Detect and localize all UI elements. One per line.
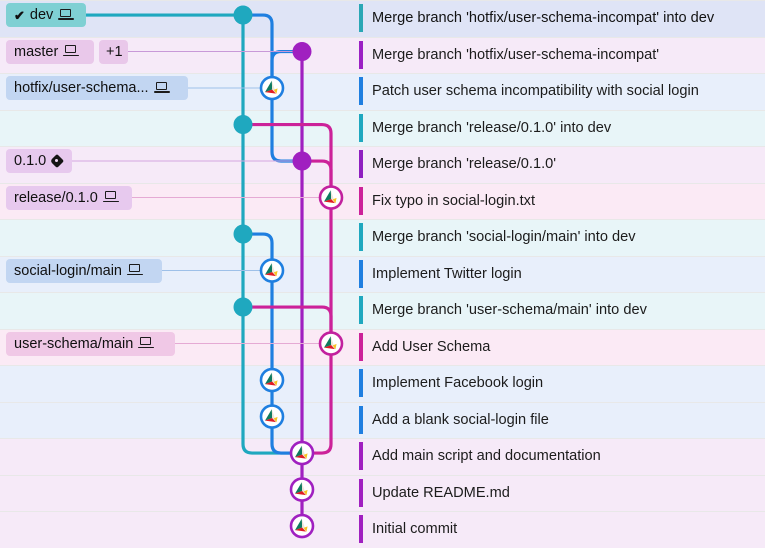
- row-separator: [0, 36, 765, 38]
- row-background: [0, 109, 765, 146]
- row-color-bar: [359, 186, 363, 215]
- row-color-bar: [359, 442, 363, 470]
- row-separator: [0, 146, 765, 147]
- row-color-bar: [359, 4, 363, 32]
- commit-row[interactable]: Implement Facebook login: [0, 365, 765, 402]
- row-color-bar: [359, 150, 363, 178]
- row-background: [0, 511, 765, 548]
- commit-message: Patch user schema incompatibility with s…: [372, 83, 699, 99]
- ref-label-text: 0.1.0: [14, 153, 47, 170]
- row-color-bar: [359, 478, 363, 507]
- commit-message: Merge branch 'user-schema/main' into dev: [372, 302, 647, 318]
- row-color-bar: [359, 113, 363, 142]
- row-separator: [0, 328, 765, 330]
- commit-row[interactable]: Merge branch 'release/0.1.0' into dev: [0, 109, 765, 146]
- row-color-bar: [359, 369, 363, 397]
- commit-message: Add a blank social-login file: [372, 411, 549, 428]
- commit-message: Update README.md: [372, 484, 510, 501]
- ref-label-tag[interactable]: 0.1.0: [6, 149, 72, 174]
- row-background: [0, 219, 765, 256]
- commit-row[interactable]: Merge branch 'hotfix/user-schema-incompa…: [0, 0, 765, 37]
- ref-label-text: social-login/main: [14, 262, 122, 279]
- row-color-bar: [359, 405, 363, 434]
- ref-label-text: hotfix/user-schema...: [14, 80, 149, 97]
- ref-more-badge[interactable]: +1: [99, 39, 128, 64]
- row-color-bar: [359, 40, 363, 69]
- row-background: [0, 401, 765, 438]
- row-separator: [0, 292, 765, 293]
- ref-label-text: dev: [29, 7, 54, 24]
- ref-label-text: release/0.1.0: [14, 189, 98, 206]
- row-color-bar: [359, 223, 363, 251]
- row-background: [0, 438, 765, 475]
- row-separator: [0, 109, 765, 111]
- ref-label-head-branch[interactable]: ✔dev: [6, 3, 86, 28]
- ref-label-branch[interactable]: user-schema/main: [6, 331, 175, 356]
- row-background: [0, 474, 765, 511]
- row-separator: [0, 401, 765, 403]
- ref-label-branch[interactable]: release/0.1.0: [6, 185, 132, 210]
- commit-message: Merge branch 'hotfix/user-schema-incompa…: [372, 46, 660, 63]
- row-separator: [0, 219, 765, 220]
- row-separator: [0, 438, 765, 439]
- ref-label-text: master: [14, 43, 59, 60]
- row-background: [0, 292, 765, 329]
- commit-row[interactable]: Merge branch 'social-login/main' into de…: [0, 219, 765, 256]
- row-separator: [0, 182, 765, 184]
- laptop-icon: [102, 191, 119, 204]
- ref-label-branch[interactable]: hotfix/user-schema...: [6, 76, 188, 101]
- row-separator: [0, 255, 765, 257]
- laptop-icon: [63, 45, 80, 58]
- row-color-bar: [359, 296, 363, 324]
- commit-row[interactable]: Add main script and documentation: [0, 438, 765, 475]
- commit-row[interactable]: Update README.md: [0, 474, 765, 511]
- row-separator: [0, 511, 765, 512]
- commit-message: Merge branch 'release/0.1.0' into dev: [372, 119, 612, 136]
- commit-message: Add User Schema: [372, 338, 491, 355]
- ref-label-branch[interactable]: master: [6, 39, 94, 64]
- row-color-bar: [359, 77, 363, 105]
- row-separator: [0, 0, 765, 1]
- commit-row[interactable]: Merge branch 'user-schema/main' into dev: [0, 292, 765, 329]
- commit-row[interactable]: Initial commit: [0, 511, 765, 548]
- commit-message: Implement Facebook login: [372, 375, 544, 391]
- laptop-icon: [127, 264, 143, 277]
- check-icon: ✔: [14, 7, 25, 23]
- commit-row[interactable]: Add a blank social-login file: [0, 401, 765, 438]
- row-color-bar: [359, 332, 363, 361]
- row-background: [0, 0, 765, 37]
- row-separator: [0, 474, 765, 476]
- row-color-bar: [359, 515, 363, 543]
- commit-row[interactable]: Merge branch 'release/0.1.0': [0, 146, 765, 183]
- row-background: [0, 146, 765, 183]
- row-separator: [0, 73, 765, 74]
- commit-message: Implement Twitter login: [372, 265, 522, 282]
- laptop-icon: [138, 337, 155, 350]
- commit-message: Merge branch 'release/0.1.0': [372, 156, 557, 172]
- commit-message: Add main script and documentation: [372, 448, 601, 464]
- tag-icon: [52, 155, 66, 168]
- ref-label-text: user-schema/main: [14, 335, 134, 352]
- commit-message: Fix typo in social-login.txt: [372, 192, 536, 209]
- row-background: [0, 365, 765, 402]
- commit-message: Initial commit: [372, 521, 458, 537]
- row-separator: [0, 365, 765, 366]
- ref-label-branch[interactable]: social-login/main: [6, 258, 162, 283]
- laptop-icon: [153, 81, 170, 95]
- commit-message: Merge branch 'hotfix/user-schema-incompa…: [372, 10, 715, 26]
- commit-message: Merge branch 'social-login/main' into de…: [372, 229, 636, 245]
- row-color-bar: [359, 259, 363, 288]
- laptop-icon: [58, 8, 75, 22]
